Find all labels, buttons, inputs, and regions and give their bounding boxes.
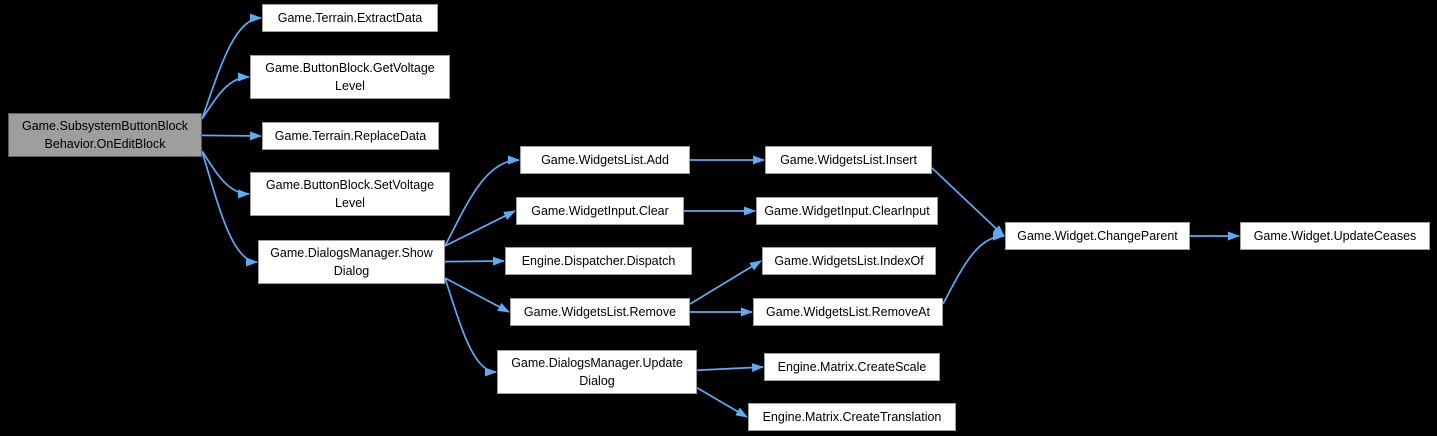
edge-widgetsListRemoveAt-widgetChangeParent <box>942 231 1005 305</box>
node-label-line: Game.ButtonBlock.SetVoltage <box>265 178 435 192</box>
graph-node-widgetsListRemove[interactable]: Game.WidgetsList.Remove <box>510 298 690 326</box>
graph-node-dispatcherDispatch[interactable]: Engine.Dispatcher.Dispatch <box>505 247 692 275</box>
edge-showDialog-dispatcherDispatch <box>444 256 505 266</box>
graph-node-matrixCreateTranslation[interactable]: Engine.Matrix.CreateTranslation <box>748 403 956 431</box>
node-label-line: Game.WidgetInput.Clear <box>531 204 669 218</box>
graph-node-widgetUpdateCeases[interactable]: Game.Widget.UpdateCeases <box>1240 222 1430 250</box>
node-label-line: Game.WidgetsList.IndexOf <box>774 254 924 268</box>
node-label-line: Game.WidgetsList.Remove <box>523 305 677 319</box>
graph-node-widgetsListInsert[interactable]: Game.WidgetsList.Insert <box>765 146 932 174</box>
node-label-line: Game.SubsystemButtonBlock <box>21 119 189 133</box>
edge-onEditBlock-replaceData <box>201 131 262 141</box>
node-label-line: Game.Widget.ChangeParent <box>1017 229 1178 243</box>
node-label-line: Game.Terrain.ExtractData <box>277 11 423 25</box>
node-label-line: Level <box>335 79 365 93</box>
edge-widgetsListInsert-widgetChangeParent <box>931 167 1005 237</box>
edge-onEditBlock-showDialog <box>201 150 258 267</box>
node-label-line: Engine.Matrix.CreateScale <box>777 360 927 374</box>
node-label-line: Level <box>335 196 365 210</box>
graph-node-extractData[interactable]: Game.Terrain.ExtractData <box>262 4 438 32</box>
edge-showDialog-widgetInputClear <box>444 210 516 247</box>
node-label-line: Game.WidgetInput.ClearInput <box>764 204 930 218</box>
edge-updateDialog-matrixCreateScale <box>696 363 764 373</box>
graph-node-matrixCreateScale[interactable]: Engine.Matrix.CreateScale <box>764 353 940 381</box>
graph-node-widgetChangeParent[interactable]: Game.Widget.ChangeParent <box>1005 222 1190 250</box>
node-label-line: Game.DialogsManager.Update <box>511 356 683 370</box>
graph-node-replaceData[interactable]: Game.Terrain.ReplaceData <box>262 122 439 150</box>
node-label-line: Dialog <box>333 264 370 278</box>
graph-node-widgetsListAdd[interactable]: Game.WidgetsList.Add <box>520 146 690 174</box>
node-label-line: Dialog <box>579 374 615 388</box>
node-label-line: Game.ButtonBlock.GetVoltage <box>265 61 435 75</box>
node-label-line: Game.Widget.UpdateCeases <box>1253 229 1417 243</box>
edge-showDialog-widgetsListAdd <box>444 155 520 247</box>
node-label-line: Engine.Matrix.CreateTranslation <box>762 410 942 424</box>
edge-widgetsListRemove-widgetsListIndexOf <box>689 260 762 305</box>
edge-onEditBlock-setVoltageLevel <box>201 150 250 199</box>
node-label-line: Engine.Dispatcher.Dispatch <box>521 254 676 268</box>
node-label-line: Game.WidgetsList.Add <box>541 153 669 167</box>
graph-node-widgetsListRemoveAt[interactable]: Game.WidgetsList.RemoveAt <box>753 298 943 326</box>
node-label-line: Game.WidgetsList.RemoveAt <box>766 305 930 319</box>
node-label-line: Game.WidgetsList.Insert <box>780 153 917 167</box>
edge-onEditBlock-extractData <box>201 13 262 120</box>
edge-showDialog-updateDialog <box>444 277 497 377</box>
node-label-line: Game.Terrain.ReplaceData <box>274 129 427 143</box>
node-label-line: Game.DialogsManager.Show <box>270 246 433 260</box>
edge-updateDialog-matrixCreateTranslation <box>696 387 748 418</box>
node-label-line: Behavior.OnEditBlock <box>44 137 166 151</box>
graph-node-widgetInputClearInput[interactable]: Game.WidgetInput.ClearInput <box>756 197 938 225</box>
graph-node-widgetInputClear[interactable]: Game.WidgetInput.Clear <box>516 197 684 225</box>
edge-onEditBlock-getVoltageLevel <box>201 72 250 120</box>
edge-showDialog-widgetsListRemove <box>444 277 510 313</box>
graph-node-widgetsListIndexOf[interactable]: Game.WidgetsList.IndexOf <box>762 247 936 275</box>
